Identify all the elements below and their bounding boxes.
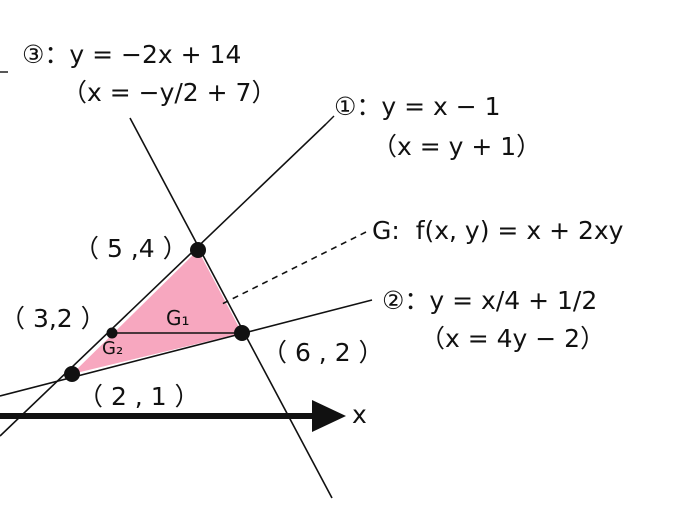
point-5-4-label: （ 5 ,4 ）: [74, 234, 188, 263]
vertex-2-1: [64, 366, 80, 382]
equation-3-label: ③：y = −2x + 14: [22, 40, 242, 69]
region-g1-label: G₁: [166, 306, 190, 330]
vertex-5-4: [190, 242, 206, 258]
vertex-3-2: [106, 327, 118, 339]
equation-2-inverse-label: （x = 4y − 2）: [420, 324, 606, 353]
equation-1-label: ①：y = x − 1: [334, 92, 501, 121]
line-1: [0, 123, 327, 437]
line-2: [0, 299, 373, 397]
point-2-1-label: （ 2 , 1 ）: [78, 382, 200, 411]
region-g2-label: G₂: [102, 338, 124, 359]
point-3-2-label: （ 3,2 ）: [0, 304, 106, 333]
equation-1-inverse-label: （x = y + 1）: [372, 132, 542, 161]
point-6-2-label: （ 6 , 2 ）: [262, 338, 384, 367]
region-g-fill: [72, 250, 242, 374]
eq1-leader: [325, 115, 335, 125]
vertex-6-2: [234, 325, 250, 341]
x-axis-label: x: [352, 400, 367, 429]
equation-2-label: ②：y = x/4 + 1/2: [382, 286, 598, 315]
equation-3-inverse-label: （x = −y/2 + 7）: [62, 78, 277, 107]
g-function-label: G: f(x, y) = x + 2xy: [372, 216, 624, 245]
g-leader-dashed: [221, 231, 367, 305]
line-3: [129, 117, 333, 499]
x-axis-arrowhead: [312, 400, 346, 432]
